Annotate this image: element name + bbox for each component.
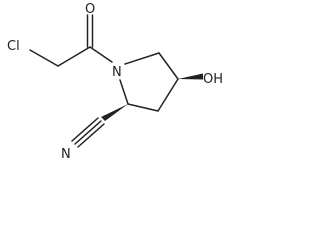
wedge-bond-cn [101,104,128,121]
bond-n-c5 [124,52,160,65]
molecule-drawing: O Cl N OH N [7,2,223,162]
bond-c3-c2 [127,103,159,112]
atom-nitrogen-ring: N [112,65,122,80]
atom-hydroxyl: OH [203,72,223,87]
wedge-bond-oh [178,73,203,80]
bond-c4-c3 [157,78,179,112]
bond-c2-n [119,79,129,105]
bond-nitrile-1 [74,120,102,145]
bond-co-n [89,46,113,63]
bond-nitrile-2 [71,117,99,142]
atom-oxygen-carbonyl: O [85,2,95,17]
bond-co-ch2 [57,46,91,67]
structure-diagram: O Cl N OH N [7,2,223,162]
bond-nitrile-3 [77,123,105,148]
atom-chlorine: Cl [7,39,20,54]
bond-c5-c4 [158,52,179,80]
atom-nitrogen-nitrile: N [61,147,71,162]
bond-ch2-cl [29,49,59,67]
